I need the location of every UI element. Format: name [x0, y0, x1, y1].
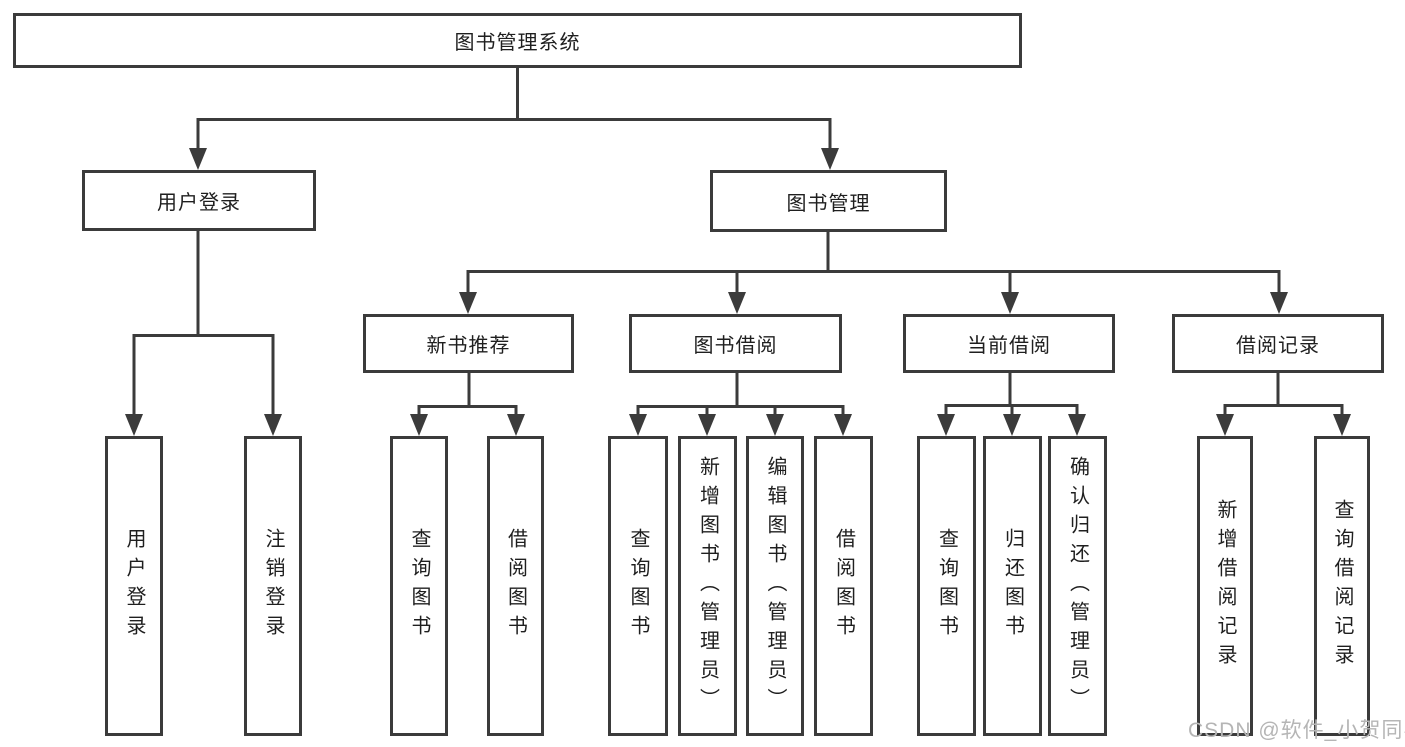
leaf-query-books-rec-label: 查询图书: [408, 528, 430, 644]
leaf-add-book-admin: 新增图书（管理员）: [678, 436, 737, 736]
leaf-confirm-return-admin-label: 确认归还（管理员）: [1066, 455, 1089, 717]
leaf-edit-book-admin: 编辑图书（管理员）: [746, 436, 804, 736]
leaf-add-borrow-record: 新增借阅记录: [1197, 436, 1253, 736]
leaf-user-login: 用户登录: [105, 436, 163, 736]
leaf-query-books-current-label: 查询图书: [935, 528, 958, 644]
leaf-borrow-books-label: 借阅图书: [832, 528, 855, 644]
leaf-borrow-books-rec: 借阅图书: [487, 436, 544, 736]
node-book-management: 图书管理: [710, 170, 947, 232]
node-borrow-records: 借阅记录: [1172, 314, 1384, 373]
leaf-logout: 注销登录: [244, 436, 302, 736]
leaf-confirm-return-admin: 确认归还（管理员）: [1048, 436, 1107, 736]
leaf-return-book-label: 归还图书: [1001, 528, 1024, 644]
arrowheads: [125, 148, 1351, 436]
leaf-query-books-current: 查询图书: [917, 436, 976, 736]
node-book-borrowing: 图书借阅: [629, 314, 842, 373]
leaf-logout-label: 注销登录: [262, 528, 284, 644]
leaf-return-book: 归还图书: [983, 436, 1042, 736]
leaf-query-books-borrow: 查询图书: [608, 436, 668, 736]
leaf-edit-book-admin-label: 编辑图书（管理员）: [764, 455, 786, 717]
leaf-query-borrow-record-label: 查询借阅记录: [1331, 499, 1353, 673]
node-library-management-system: 图书管理系统: [13, 13, 1022, 68]
leaf-query-books-rec: 查询图书: [390, 436, 448, 736]
leaf-add-borrow-record-label: 新增借阅记录: [1214, 499, 1236, 673]
leaf-query-borrow-record: 查询借阅记录: [1314, 436, 1370, 736]
leaf-borrow-books: 借阅图书: [814, 436, 873, 736]
leaf-query-books-borrow-label: 查询图书: [627, 528, 649, 644]
tree-connectors: [132, 66, 1344, 418]
leaf-borrow-books-rec-label: 借阅图书: [504, 528, 527, 644]
csdn-watermark: CSDN @软件_小贺同学: [1188, 719, 1405, 742]
node-user-login: 用户登录: [82, 170, 316, 231]
node-new-book-recommendation: 新书推荐: [363, 314, 574, 373]
leaf-add-book-admin-label: 新增图书（管理员）: [696, 455, 719, 717]
leaf-user-login-label: 用户登录: [123, 528, 145, 644]
node-current-borrowing: 当前借阅: [903, 314, 1115, 373]
